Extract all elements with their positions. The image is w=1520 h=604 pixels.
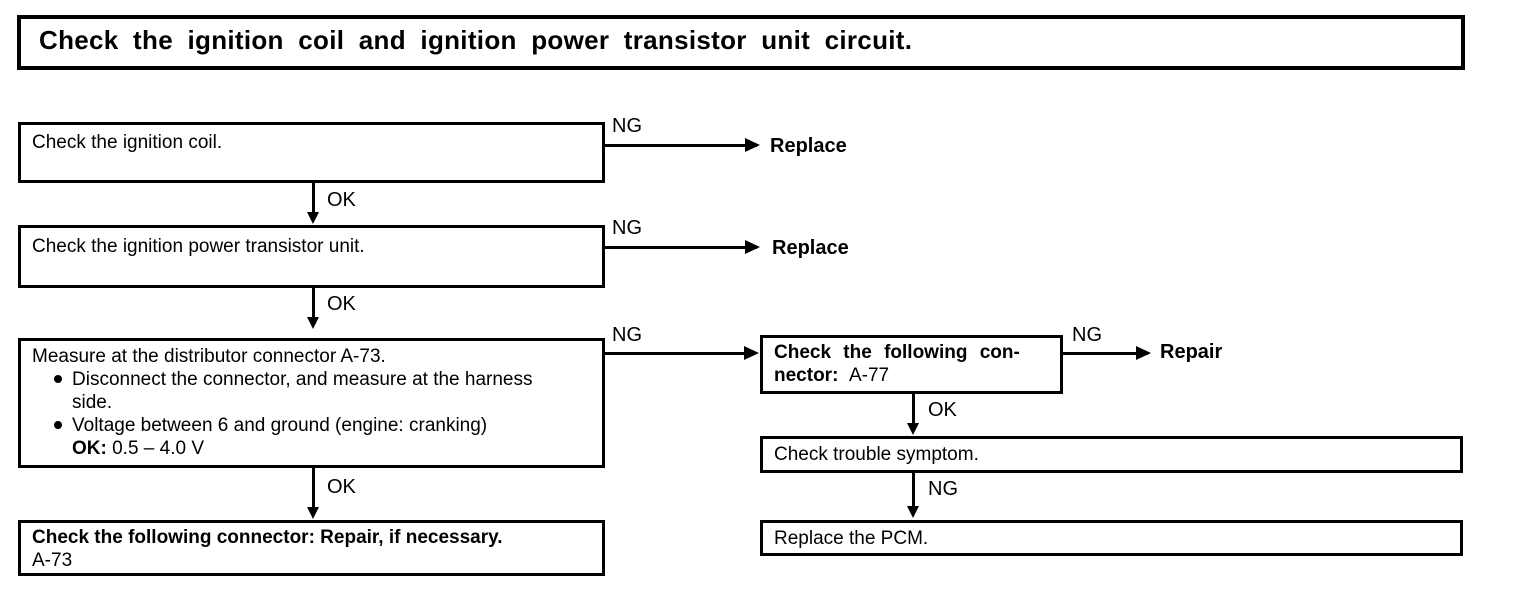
list-item: Disconnect the connector, and measure at… bbox=[32, 368, 533, 391]
page-title: Check the ignition coil and ignition pow… bbox=[39, 25, 913, 55]
list-item: Voltage between 6 and ground (engine: cr… bbox=[32, 414, 533, 437]
edge-label-ng-connector-a77: NG bbox=[1072, 324, 1102, 346]
edge-a77-ng-arrowhead bbox=[1136, 346, 1151, 360]
bullet-1-line-1: Disconnect the connector, and measure at… bbox=[72, 369, 533, 390]
edge-a77-ok-line bbox=[912, 394, 915, 426]
box-replace-pcm: Replace the PCM. bbox=[760, 520, 1463, 556]
box-check-connector-a73: Check the following connector: Repair, i… bbox=[18, 520, 605, 576]
edge-measure-ng-arrowhead bbox=[744, 346, 759, 360]
edge-transistor-ok-arrowhead bbox=[307, 317, 319, 329]
edge-transistor-ng-line bbox=[605, 246, 757, 249]
edge-coil-ng-line bbox=[605, 144, 757, 147]
edge-label-ok-measure: OK bbox=[327, 476, 356, 498]
box-check-trouble-symptom: Check trouble symptom. bbox=[760, 436, 1463, 473]
box-check-power-transistor: Check the ignition power transistor unit… bbox=[18, 225, 605, 288]
box-measure-distributor-heading: Measure at the distributor connector A-7… bbox=[32, 346, 386, 367]
edge-label-ng-coil: NG bbox=[612, 115, 642, 137]
edge-a77-ng-line bbox=[1063, 352, 1148, 355]
header-banner: Check the ignition coil and ignition pow… bbox=[17, 15, 1465, 70]
edge-label-ng-measure: NG bbox=[612, 324, 642, 346]
spec-ok-label: OK: bbox=[72, 438, 107, 459]
list-item-cont: OK: 0.5 – 4.0 V bbox=[32, 437, 533, 460]
edge-trouble-ng-line bbox=[912, 473, 915, 509]
box-check-connector-a77-line1: Check the following con- bbox=[774, 342, 1020, 363]
edge-coil-ok-arrowhead bbox=[307, 212, 319, 224]
box-check-ignition-coil: Check the ignition coil. bbox=[18, 122, 605, 183]
box-measure-distributor-bullets: Disconnect the connector, and measure at… bbox=[32, 368, 533, 460]
terminal-replace-transistor: Replace bbox=[772, 237, 849, 259]
edge-trouble-ng-arrowhead bbox=[907, 506, 919, 518]
edge-label-ok-connector-a77: OK bbox=[928, 399, 957, 421]
terminal-replace-coil: Replace bbox=[770, 135, 847, 157]
box-check-trouble-symptom-text: Check trouble symptom. bbox=[774, 444, 979, 465]
list-item-cont: side. bbox=[32, 391, 533, 414]
box-check-connector-a77-line2: nector: A-77 bbox=[774, 364, 889, 388]
edge-measure-ng-line bbox=[605, 352, 755, 355]
box-check-connector-a77: Check the following con- nector: A-77 bbox=[760, 335, 1063, 394]
edge-label-ok-coil: OK bbox=[327, 189, 356, 211]
bullet-icon bbox=[54, 375, 62, 383]
terminal-repair-connector: Repair bbox=[1160, 341, 1223, 363]
spec-ok-value: 0.5 – 4.0 V bbox=[112, 438, 205, 459]
box-replace-pcm-text: Replace the PCM. bbox=[774, 528, 929, 549]
box-check-connector-a73-value: A-73 bbox=[32, 550, 73, 571]
bullet-2-line-1: Voltage between 6 and ground (engine: cr… bbox=[72, 415, 488, 436]
bullet-icon bbox=[54, 421, 62, 429]
edge-transistor-ok-line bbox=[312, 288, 315, 320]
edge-label-ng-transistor: NG bbox=[612, 217, 642, 239]
box-check-connector-a77-label: nector: bbox=[774, 365, 839, 386]
box-measure-distributor: Measure at the distributor connector A-7… bbox=[18, 338, 605, 468]
edge-coil-ng-arrowhead bbox=[745, 138, 760, 152]
edge-a77-ok-arrowhead bbox=[907, 423, 919, 435]
bullet-1-line-2: side. bbox=[72, 392, 113, 413]
edge-measure-ok-line bbox=[312, 468, 315, 510]
box-check-connector-a77-value: A-77 bbox=[848, 365, 890, 386]
edge-label-ok-transistor: OK bbox=[327, 293, 356, 315]
box-check-connector-a73-heading: Check the following connector: Repair, i… bbox=[32, 527, 503, 548]
edge-coil-ok-line bbox=[312, 183, 315, 215]
edge-measure-ok-arrowhead bbox=[307, 507, 319, 519]
edge-label-ng-trouble-symptom: NG bbox=[928, 478, 958, 500]
box-check-power-transistor-text: Check the ignition power transistor unit… bbox=[32, 236, 365, 257]
box-check-ignition-coil-text: Check the ignition coil. bbox=[32, 132, 223, 153]
edge-transistor-ng-arrowhead bbox=[745, 240, 760, 254]
